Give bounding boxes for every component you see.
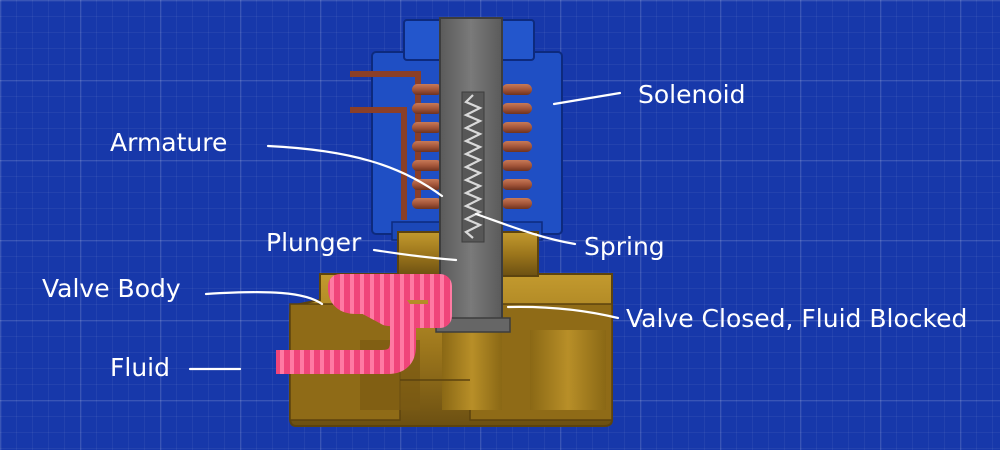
leader-lines — [188, 91, 622, 371]
label-armature: Armature — [110, 128, 228, 157]
label-fluid: Fluid — [110, 353, 170, 382]
label-valve-state: Valve Closed, Fluid Blocked — [626, 304, 968, 333]
label-plunger: Plunger — [266, 228, 362, 257]
label-spring: Spring — [584, 232, 665, 261]
label-valve-body: Valve Body — [42, 274, 181, 303]
coil-windings — [412, 84, 532, 209]
label-solenoid: Solenoid — [638, 80, 746, 109]
coil-leads — [350, 71, 421, 220]
fluid-stream-main — [276, 276, 440, 374]
